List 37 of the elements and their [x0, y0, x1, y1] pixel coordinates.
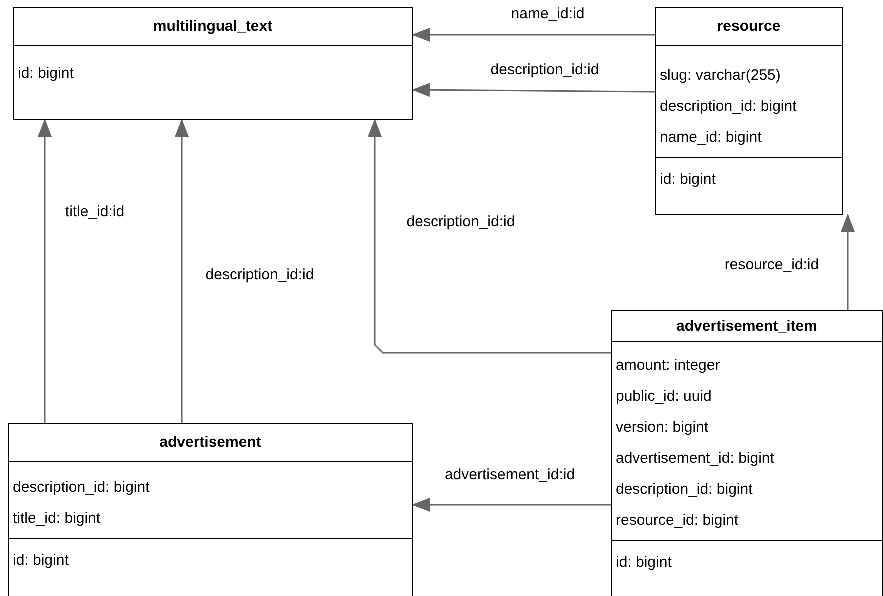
column-field: name_id: bigint	[660, 122, 762, 153]
edge-label: name_id:id	[509, 6, 587, 22]
arrow	[841, 214, 855, 310]
entity-table	[611, 310, 883, 596]
key-field: id: bigint	[13, 545, 69, 576]
column-field: description_id: bigint	[616, 474, 753, 505]
column-field: slug: varchar(255)	[660, 60, 781, 91]
table-name: resource	[717, 18, 781, 35]
key-field: id: bigint	[616, 547, 672, 578]
arrow	[368, 119, 611, 354]
edge-label: description_id:id	[488, 62, 602, 78]
edge-label: description_id:id	[204, 266, 316, 284]
column-field: resource_id: bigint	[616, 505, 739, 536]
column-field: public_id: uuid	[616, 381, 712, 412]
entity-table	[655, 7, 843, 215]
arrow	[412, 28, 655, 42]
table-name: advertisement_item	[676, 318, 818, 334]
entity-table	[8, 423, 413, 596]
column-field: description_id: bigint	[13, 472, 150, 503]
column-field: amount: integer	[616, 350, 720, 381]
entity-table	[13, 7, 413, 120]
column-field: advertisement_id: bigint	[616, 443, 774, 474]
edge-label: title_id:id	[63, 204, 127, 220]
arrow	[412, 498, 611, 512]
arrow	[175, 119, 189, 423]
arrow	[38, 119, 52, 423]
edge-label: advertisement_id:id	[442, 466, 578, 484]
column-field: title_id: bigint	[13, 503, 101, 534]
table-name: multilingual_text	[153, 18, 273, 35]
key-field: id: bigint	[660, 164, 716, 195]
column-field: description_id: bigint	[660, 91, 797, 122]
edge-label: description_id:id	[404, 214, 518, 230]
arrow	[412, 83, 655, 98]
column-field: version: bigint	[616, 412, 709, 443]
edge-label: resource_id:id	[722, 256, 822, 274]
table-name: advertisement	[160, 434, 262, 451]
key-field: id: bigint	[18, 58, 74, 89]
